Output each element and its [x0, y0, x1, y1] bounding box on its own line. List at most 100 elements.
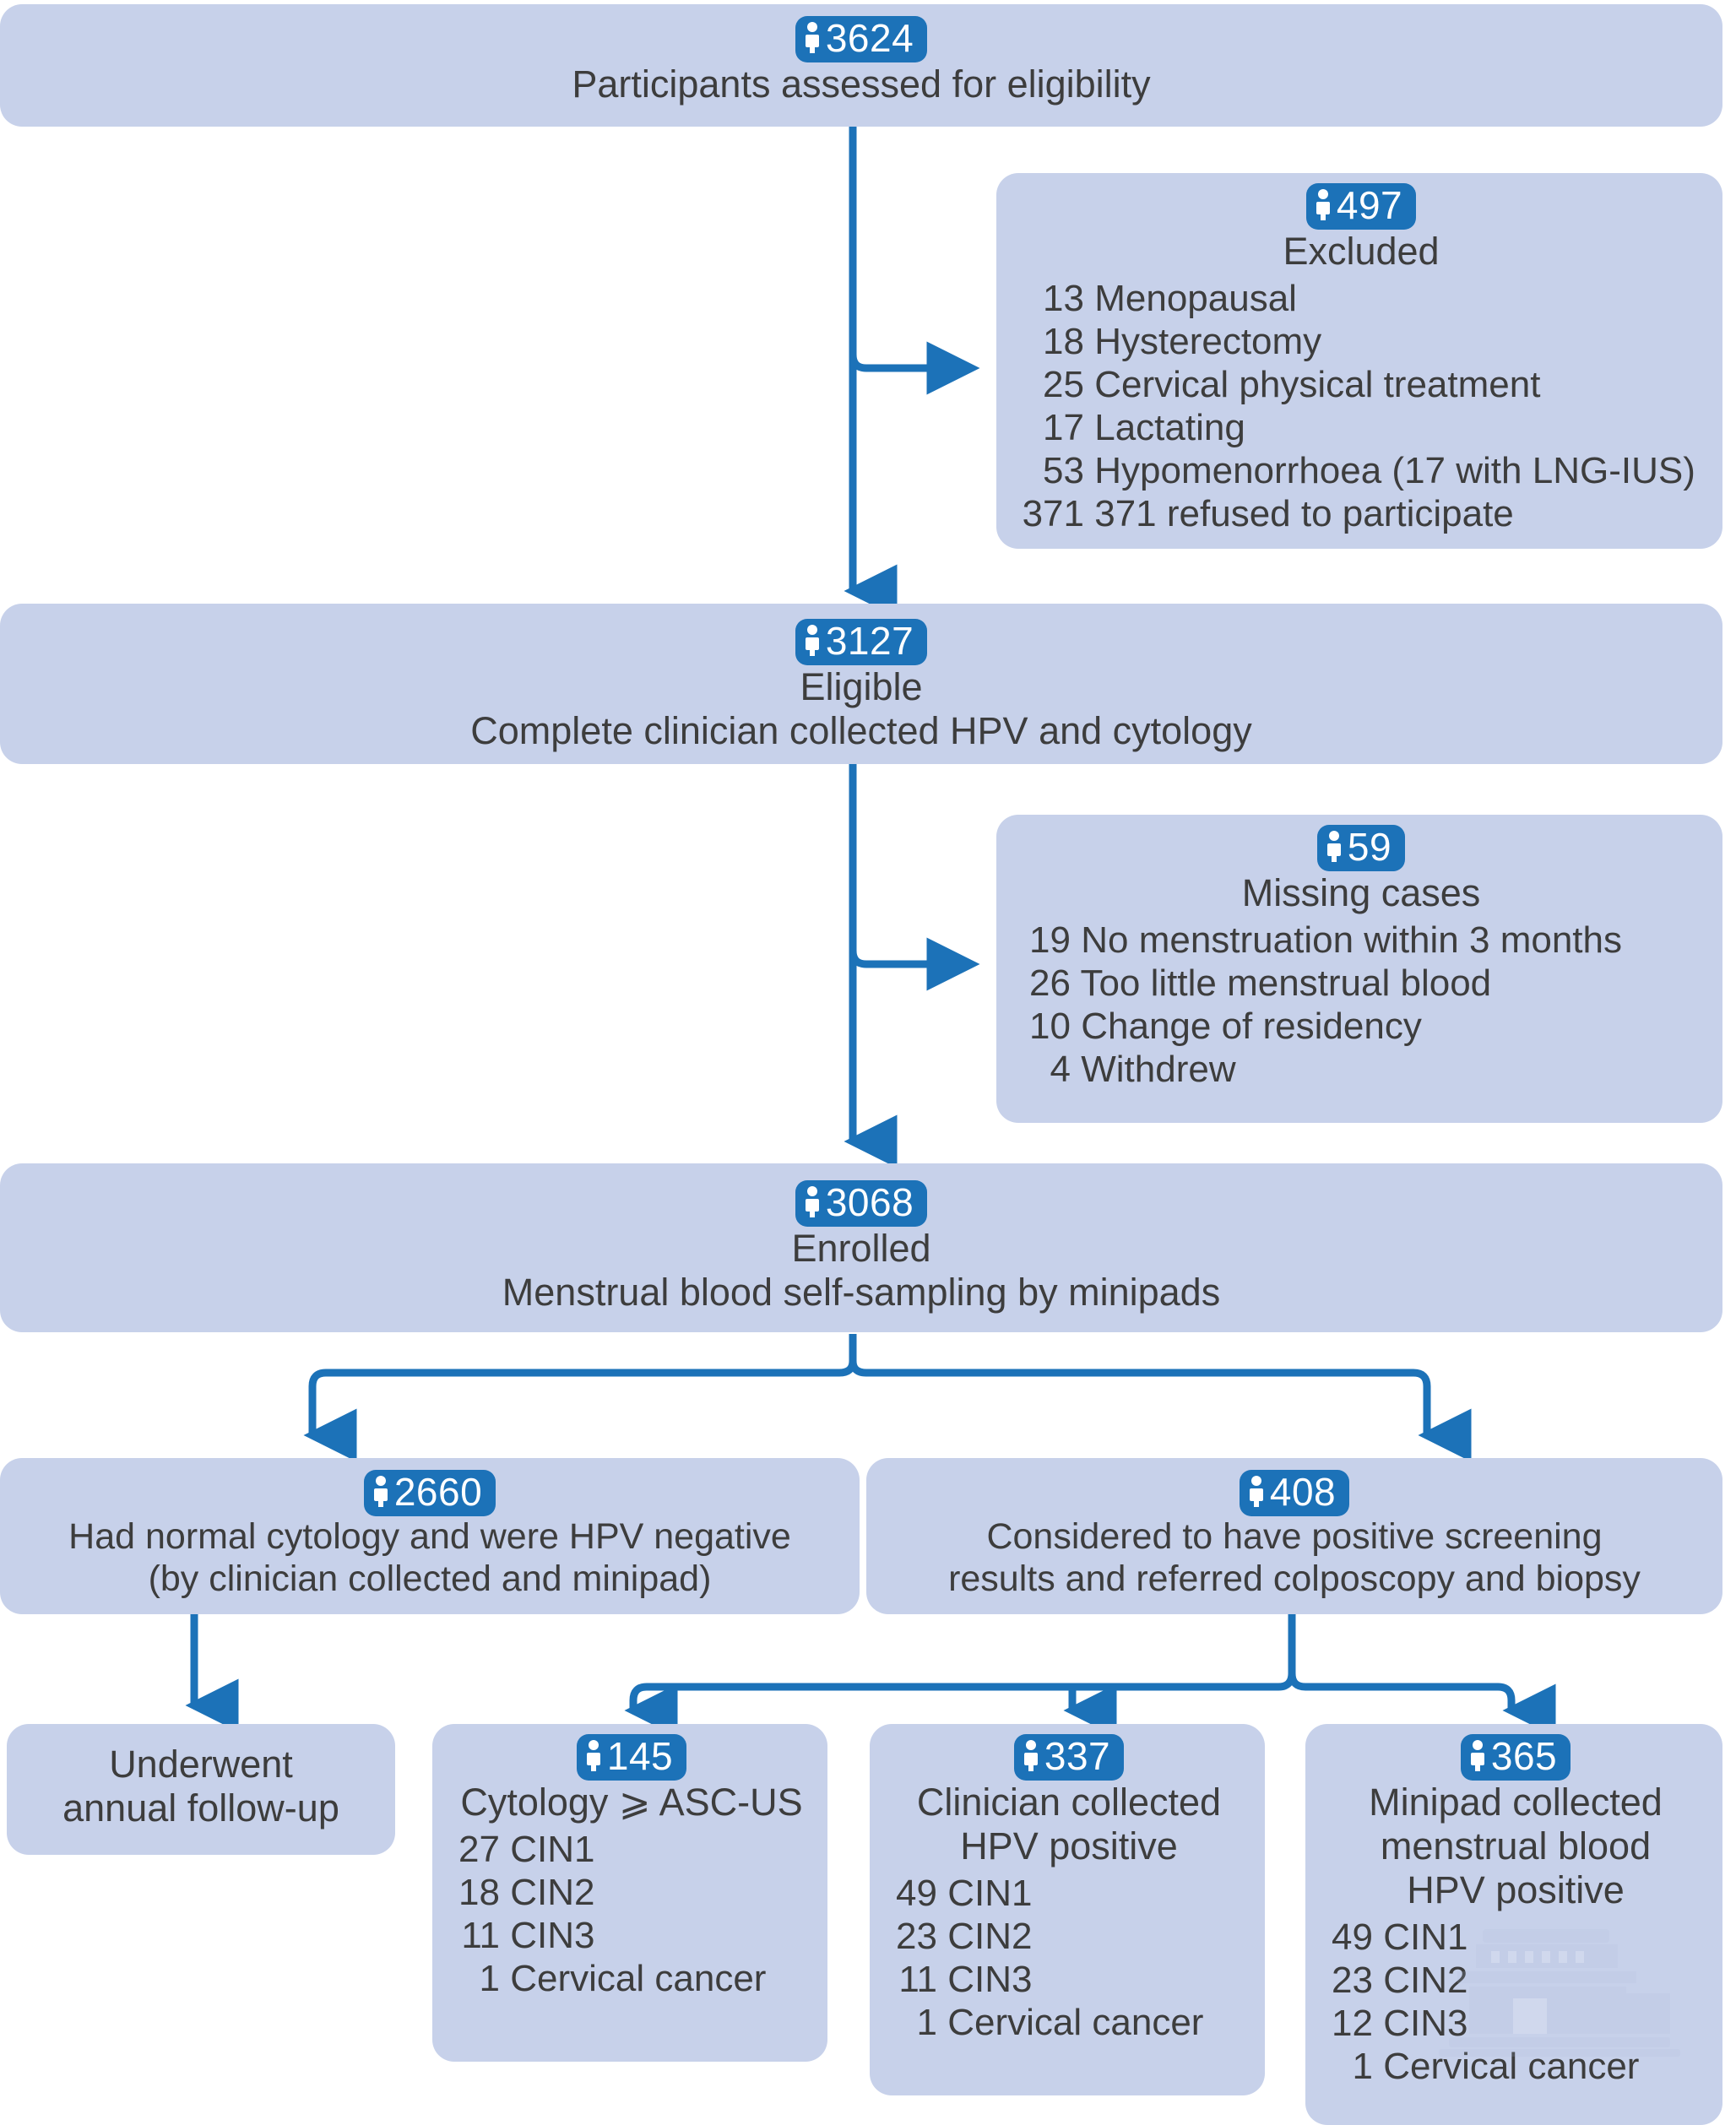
list-item-count: 13 [1043, 277, 1084, 319]
count-badge-assessed: 3624 [795, 16, 928, 62]
list-item-count: 10 [1029, 1006, 1071, 1047]
link-assessed-to-excluded [849, 338, 980, 395]
count-badge-positive: 408 [1239, 1470, 1350, 1516]
list-item-label: Lactating [1094, 407, 1245, 449]
list-item-label: No menstruation within 3 months [1081, 919, 1622, 961]
list-item-count: 4 [1050, 1049, 1071, 1091]
node-missing-cases: 59 Missing cases 19 No menstruation with… [996, 815, 1722, 1123]
list-item-count: 371 [1022, 493, 1084, 535]
list-item-label: CIN3 [1383, 2003, 1468, 2045]
node-title: Clinician collected HPV positive [916, 1780, 1222, 1868]
list-item: 13 Menopausal [1008, 277, 1714, 320]
list-item-count: 19 [1029, 919, 1071, 961]
person-icon [805, 625, 819, 657]
node-annual-followup: Underwent annual follow-up [7, 1724, 395, 1855]
node-minipad-hpv-positive: 365 Minipad collected menstrual blood HP… [1305, 1724, 1722, 2125]
count-value: 3068 [825, 1180, 914, 1224]
node-participants-assessed: 3624 Participants assessed for eligibili… [0, 4, 1722, 127]
count-value: 337 [1044, 1734, 1111, 1778]
list-item: 1 Cervical cancer [882, 2001, 1256, 2044]
list-item-label: Cervical cancer [1383, 2046, 1640, 2088]
list-item: 1 Cervical cancer [444, 1957, 819, 2000]
list-item-label: Too little menstrual blood [1080, 962, 1492, 1004]
list-item-label: Hysterectomy [1094, 320, 1322, 362]
node-hpv-negative: 2660 Had normal cytology and were HPV ne… [0, 1458, 860, 1614]
node-enrolled: 3068 Enrolled Menstrual blood self-sampl… [0, 1163, 1722, 1332]
list-item-count: 23 [1332, 1960, 1373, 2002]
cytology-outcome-list: 27 CIN1 18 CIN2 11 CIN3 1 Cervical cance… [444, 1828, 819, 2000]
count-value: 3624 [825, 16, 914, 60]
node-title: Excluded [1283, 229, 1440, 273]
person-icon [1023, 1740, 1038, 1772]
node-cytology-ascus: 145 Cytology ⩾ ASC-US 27 CIN1 18 CIN2 11… [432, 1724, 827, 2062]
person-icon [805, 1186, 819, 1218]
list-item-count: 17 [1043, 407, 1084, 449]
count-value: 59 [1347, 825, 1392, 869]
list-item: 11 CIN3 [882, 1958, 1256, 2001]
count-value: 365 [1490, 1734, 1558, 1778]
count-badge-missing: 59 [1316, 825, 1406, 871]
list-item-count: 49 [896, 1873, 937, 1915]
list-item: 1 Cervical cancer [1317, 2045, 1714, 2088]
list-item: 17 Lactating [1008, 406, 1714, 449]
node-title: Underwent annual follow-up [62, 1743, 339, 1830]
person-icon [1316, 189, 1330, 221]
list-item: 4 Withdrew [1008, 1048, 1714, 1091]
count-value: 2660 [393, 1470, 483, 1514]
list-item: 18 CIN2 [444, 1871, 819, 1914]
node-title: Cytology ⩾ ASC-US [460, 1780, 803, 1824]
count-badge-enrolled: 3068 [795, 1180, 928, 1227]
list-item-label: Menopausal [1094, 277, 1297, 319]
node-title: Enrolled Menstrual blood self-sampling b… [502, 1226, 1221, 1314]
clinician-hpv-outcome-list: 49 CIN1 23 CIN2 11 CIN3 1 Cervical cance… [882, 1872, 1256, 2044]
node-excluded: 497 Excluded 13 Menopausal 18 Hysterecto… [996, 173, 1722, 549]
node-title: Missing cases [1241, 870, 1481, 914]
list-item-count: 18 [458, 1871, 500, 1913]
count-badge-excluded: 497 [1305, 183, 1417, 230]
excluded-reason-list: 13 Menopausal 18 Hysterectomy 25 Cervica… [1008, 277, 1714, 535]
node-title: Participants assessed for eligibility [572, 62, 1151, 106]
list-item: 18 Hysterectomy [1008, 320, 1714, 363]
count-badge-minipad-hpv: 365 [1460, 1734, 1571, 1781]
person-icon [805, 22, 819, 54]
list-item-label: CIN2 [510, 1871, 595, 1913]
link-positive-split-right [1288, 1672, 1556, 1737]
node-title: Had normal cytology and were HPV negativ… [68, 1515, 791, 1599]
link-enrolled-split-right [849, 1360, 1472, 1462]
node-title: Considered to have positive screening re… [948, 1515, 1641, 1599]
person-icon [1249, 1476, 1263, 1508]
list-item-count: 25 [1043, 364, 1084, 405]
list-item-label: CIN3 [947, 1959, 1033, 2001]
list-item: 49 CIN1 [882, 1872, 1256, 1915]
list-item: 12 CIN3 [1317, 2002, 1714, 2045]
list-item-label: Hypomenorrhoea (17 with LNG-IUS) [1094, 450, 1695, 492]
list-item-count: 1 [1352, 2046, 1373, 2088]
person-icon [373, 1476, 388, 1508]
node-eligible: 3127 Eligible Complete clinician collect… [0, 604, 1722, 764]
list-item-count: 26 [1029, 962, 1071, 1004]
node-clinician-hpv-positive: 337 Clinician collected HPV positive 49 … [870, 1724, 1265, 2095]
node-positive-screening: 408 Considered to have positive screenin… [866, 1458, 1722, 1614]
list-item: 25 Cervical physical treatment [1008, 363, 1714, 406]
list-item: 26 Too little menstrual blood [1008, 962, 1714, 1005]
list-item: 53 Hypomenorrhoea (17 with LNG-IUS) [1008, 449, 1714, 492]
list-item-label: CIN2 [947, 1916, 1033, 1958]
list-item-count: 53 [1043, 450, 1084, 492]
list-item-label: Change of residency [1081, 1006, 1422, 1047]
count-badge-eligible: 3127 [795, 619, 928, 665]
link-enrolled-split [303, 1334, 857, 1462]
link-eligible-to-missing [849, 937, 980, 991]
list-item-label: CIN1 [1383, 1916, 1468, 1959]
list-item-label: 371 refused to participate [1094, 493, 1514, 535]
count-value: 408 [1269, 1470, 1337, 1514]
list-item-count: 23 [896, 1916, 937, 1958]
list-item: 19 No menstruation within 3 months [1008, 919, 1714, 962]
person-icon [586, 1740, 600, 1772]
list-item: 49 CIN1 [1317, 1916, 1714, 1959]
list-item-label: Withdrew [1081, 1049, 1236, 1091]
list-item-count: 11 [898, 1959, 937, 2001]
node-title: Eligible Complete clinician collected HP… [470, 664, 1252, 752]
list-item: 10 Change of residency [1008, 1005, 1714, 1048]
list-item-count: 27 [458, 1828, 500, 1870]
